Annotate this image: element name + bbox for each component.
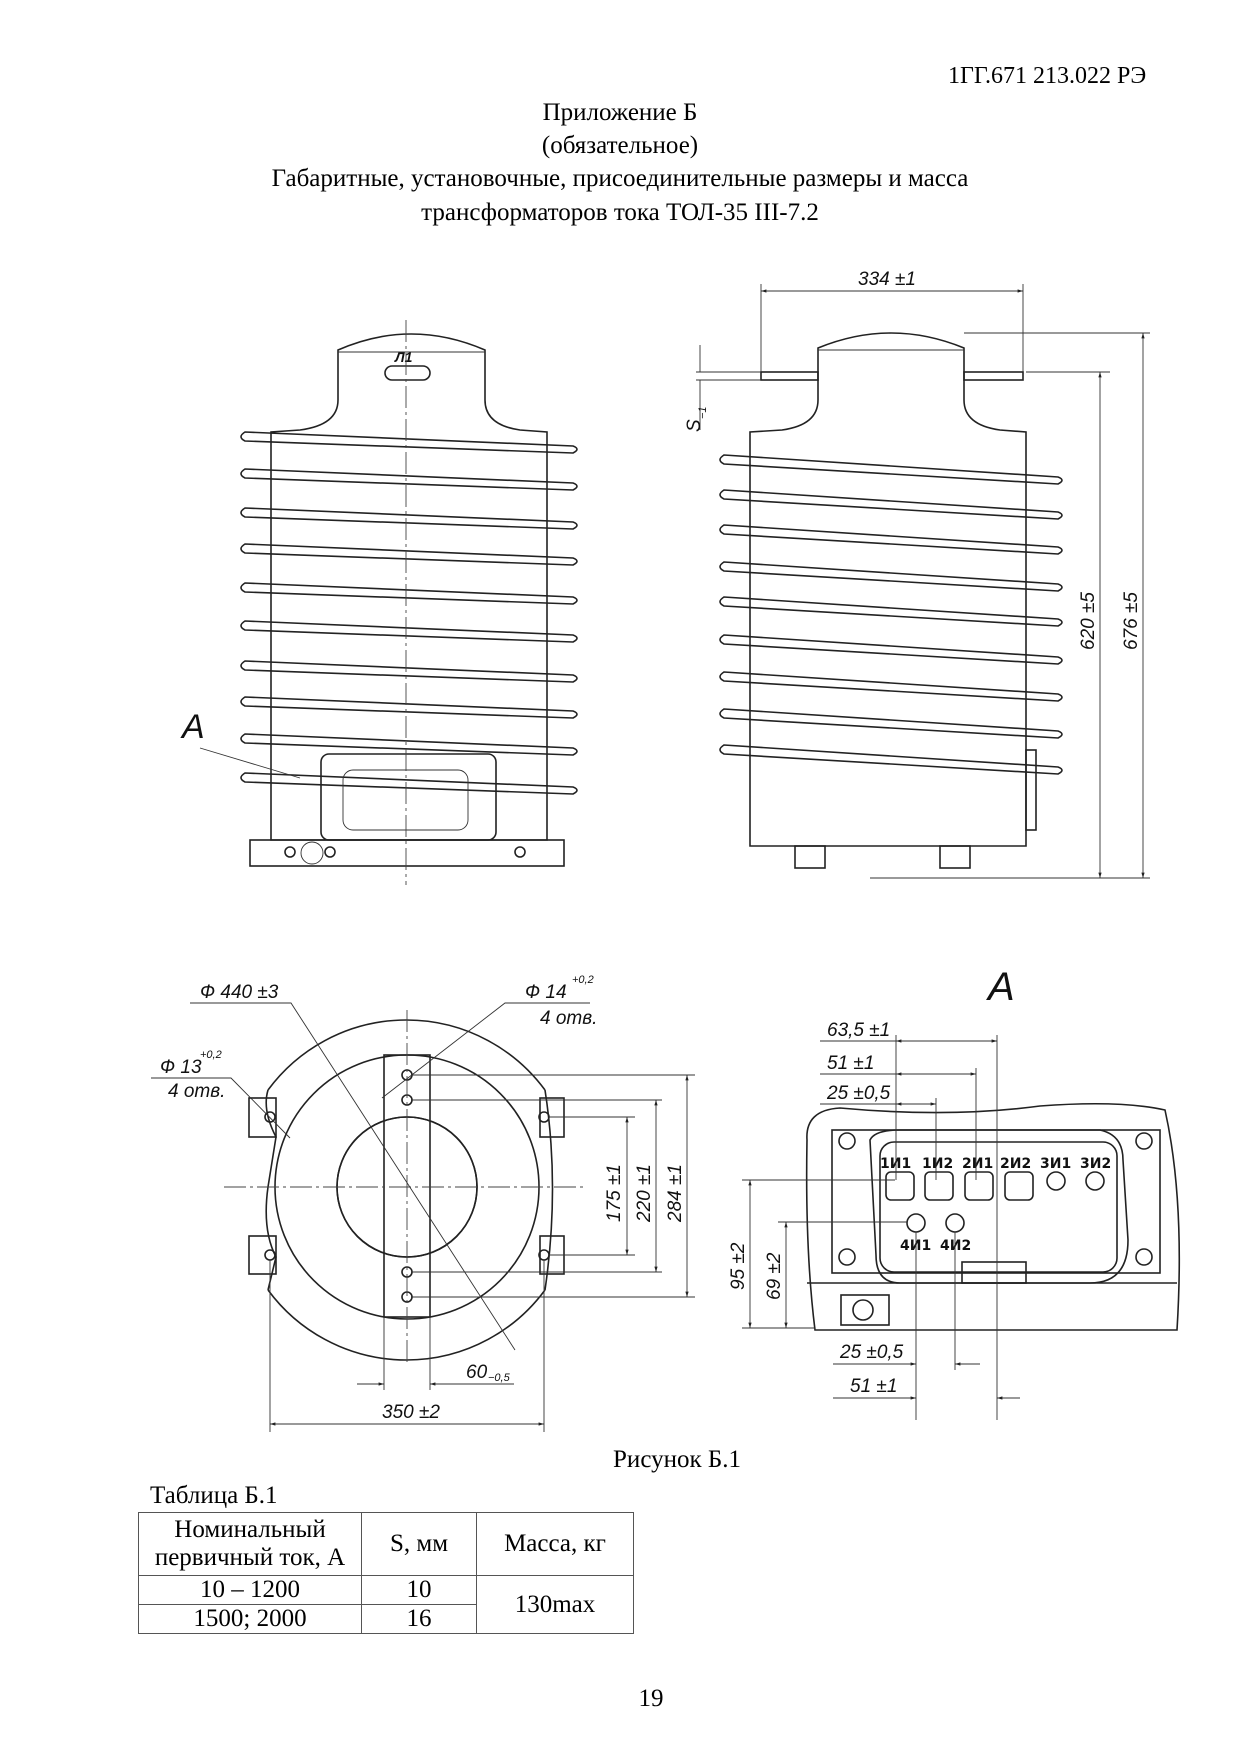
mass-table: Номинальный первичный ток, А S, мм Масса…	[138, 1512, 634, 1634]
insulator-shed	[240, 696, 578, 719]
page-title-line1: Габаритные, установочные, присоединитель…	[271, 165, 969, 192]
header-current-line2: первичный ток, А	[154, 1544, 346, 1571]
outer-diameter-dim: Ф 440 ±3	[200, 982, 279, 1003]
dim-220: 220 ±1	[634, 1164, 655, 1223]
table-row: 1500; 2000 16	[138, 1604, 634, 1634]
terminal-1i2: 1И2	[922, 1156, 953, 1172]
height-dim-620: 620 ±5	[1078, 592, 1099, 650]
cell-mass: 130max	[476, 1575, 634, 1634]
insulator-shed	[240, 660, 578, 683]
dim-60: 60	[466, 1362, 488, 1383]
terminal-4i2: 4И2	[940, 1238, 971, 1254]
insulator-shed	[719, 489, 1063, 520]
header-current: Номинальный первичный ток, А	[138, 1512, 362, 1576]
terminal-2i1: 2И1	[962, 1156, 993, 1172]
insulator-shed	[240, 543, 578, 566]
detail-a-title: А	[986, 965, 1015, 1009]
width-dim-334: 334 ±1	[858, 269, 916, 290]
header-current-line1: Номинальный	[174, 1516, 326, 1543]
dim-69: 69 ±2	[764, 1252, 785, 1300]
appendix-status: (обязательное)	[541, 132, 699, 159]
insulator-shed	[240, 733, 578, 756]
dim-284: 284 ±1	[665, 1164, 686, 1223]
insulator-shed	[240, 582, 578, 605]
dim-95: 95 ±2	[728, 1242, 749, 1290]
insulator-shed	[719, 454, 1063, 485]
cell-current: 1500; 2000	[138, 1604, 362, 1634]
insulator-shed	[719, 524, 1063, 555]
appendix-title: Приложение Б	[542, 99, 698, 126]
insulator-shed	[719, 671, 1063, 702]
terminal-block	[924, 1171, 954, 1201]
terminal-3i2: 3И2	[1080, 1156, 1111, 1172]
terminal-2i2: 2И2	[1000, 1156, 1031, 1172]
insulator-shed	[240, 772, 578, 795]
insulator-shed	[719, 634, 1063, 665]
dim-51-top: 51 ±1	[827, 1053, 874, 1074]
s-tolerance: −1	[697, 406, 709, 419]
front-view: Л1 А	[180, 320, 578, 885]
figure-caption: Рисунок Б.1	[613, 1446, 741, 1473]
header-s: S, мм	[361, 1512, 477, 1576]
terminal-3i1: 3И1	[1040, 1156, 1071, 1172]
insulator-shed	[719, 744, 1063, 775]
dim-175: 175 ±1	[604, 1164, 625, 1222]
document-code: 1ГГ.671 213.022 РЭ	[948, 63, 1147, 89]
page-title-line2: трансформаторов тока ТОЛ-35 III-7.2	[421, 199, 819, 226]
dim-350: 350 ±2	[382, 1402, 440, 1423]
cell-s: 10	[361, 1575, 477, 1605]
hole14-tolerance: +0,2	[572, 974, 594, 986]
dim-63-5: 63,5 ±1	[827, 1020, 890, 1041]
terminal-block	[1004, 1171, 1034, 1201]
hole14-dim: Ф 14	[525, 982, 567, 1003]
cell-s: 16	[361, 1604, 477, 1634]
s-dim: S	[684, 419, 705, 432]
side-view: 334 ±1 S−1 620 ±5 676 ±5	[684, 269, 1150, 879]
insulator-shed	[719, 708, 1063, 739]
detail-a: А 1И1 1И2 2И1 2И2 3И1 3И2 4И1 4И2 63,5 ±…	[728, 965, 1181, 1420]
dim-60-tolerance: −0,5	[488, 1372, 511, 1384]
plan-view: Ф 440 ±3 Ф 14 +0,2 4 отв. Ф 13 +0,2 4 от…	[151, 974, 695, 1432]
table-header-row: Номинальный первичный ток, А S, мм Масса…	[138, 1512, 634, 1576]
page-number: 19	[638, 1685, 664, 1712]
hole13-count: 4 отв.	[168, 1081, 225, 1102]
insulator-shed	[240, 468, 578, 491]
insulator-shed	[719, 596, 1063, 627]
insulator-shed	[240, 431, 578, 454]
terminal-block	[964, 1171, 994, 1201]
insulator-shed	[719, 561, 1063, 592]
terminal-block	[885, 1171, 915, 1201]
hole14-count: 4 отв.	[540, 1008, 597, 1029]
terminal-mark-l1: Л1	[394, 349, 413, 365]
dim-25-top: 25 ±0,5	[826, 1083, 891, 1104]
height-dim-676: 676 ±5	[1121, 592, 1142, 650]
insulator-shed	[240, 620, 578, 643]
header-mass: Масса, кг	[476, 1512, 634, 1576]
cell-current: 10 – 1200	[138, 1575, 362, 1605]
view-marker-a: А	[180, 708, 205, 746]
hole13-tolerance: +0,2	[200, 1049, 222, 1061]
dim-51-bottom: 51 ±1	[850, 1376, 897, 1397]
table-row: 10 – 1200 10 130max	[138, 1575, 634, 1634]
table-caption: Таблица Б.1	[150, 1482, 278, 1509]
hole13-dim: Ф 13	[160, 1057, 202, 1078]
insulator-shed	[240, 507, 578, 530]
dim-25-bottom: 25 ±0,5	[839, 1342, 904, 1363]
